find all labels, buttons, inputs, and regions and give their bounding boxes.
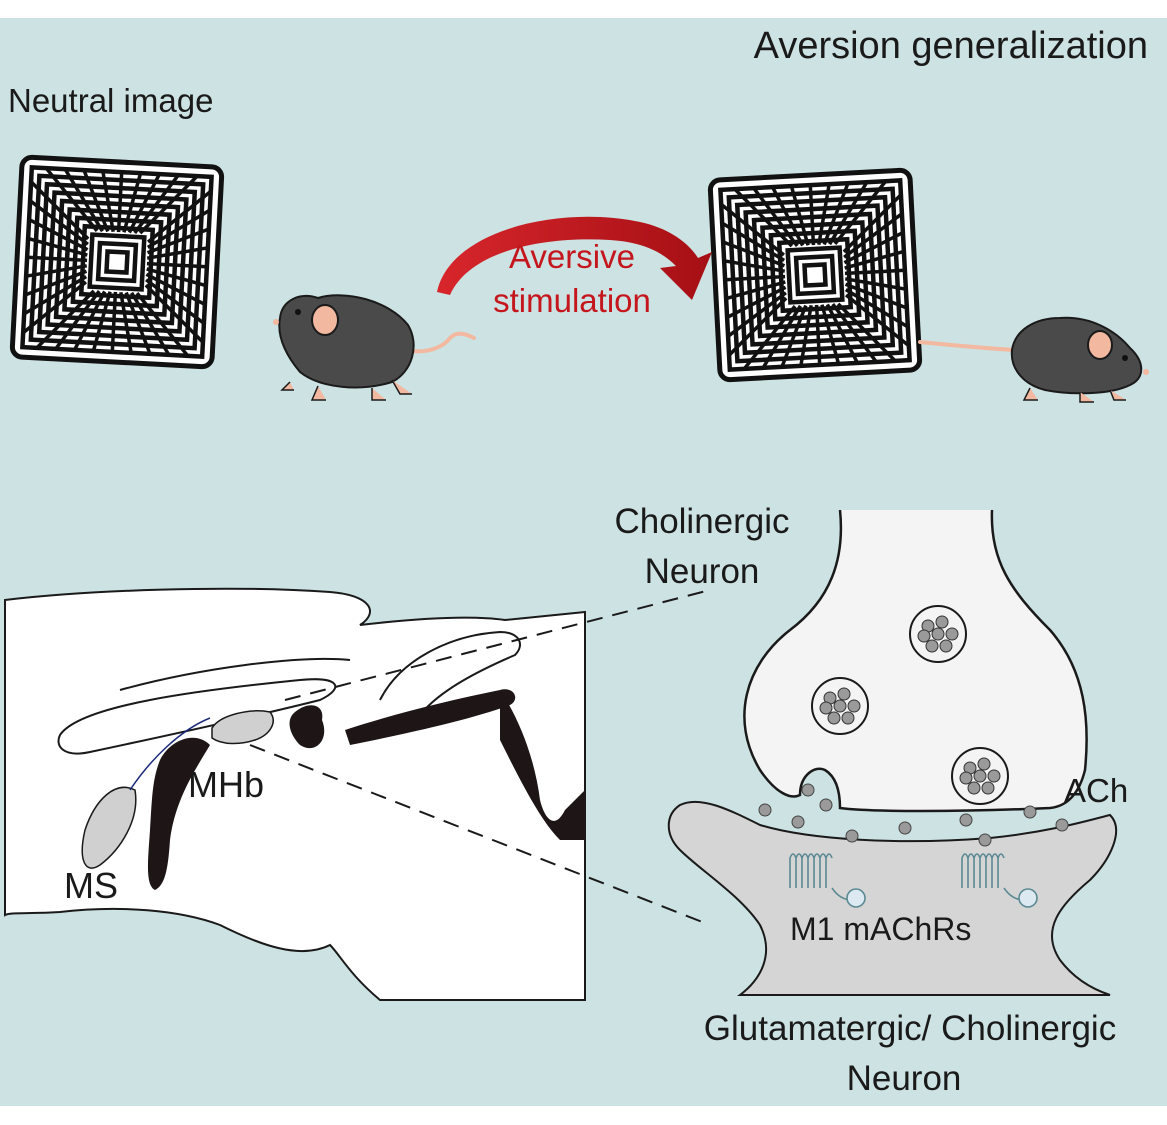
curved-arrow-icon — [437, 216, 712, 300]
cholinergic-neuron-label-line1: Cholinergic — [614, 502, 789, 541]
ach-label: ACh — [1064, 772, 1128, 809]
aversive-stimulation-label-line1: Aversive — [509, 238, 635, 275]
striped-square-image-icon — [9, 154, 225, 370]
m1-machrs-label: M1 mAChRs — [790, 911, 971, 947]
aversive-stimulation-label-line2: stimulation — [493, 282, 651, 319]
mhb-label: MHb — [188, 764, 264, 805]
cholinergic-neuron-label-line2: Neuron — [645, 552, 760, 591]
ach-molecules — [758, 783, 1069, 847]
mouse-icon — [273, 294, 476, 401]
glutamatergic-neuron-label-line1: Glutamatergic/ Cholinergic — [704, 1009, 1116, 1048]
dashed-connector — [284, 589, 711, 701]
brain-section-icon — [4, 587, 586, 1001]
receptor-group — [789, 853, 1038, 908]
mouse-icon — [918, 316, 1149, 403]
dashed-connector — [249, 744, 711, 926]
glutamatergic-neuron-label-line2: Neuron — [847, 1059, 962, 1098]
ms-label: MS — [64, 865, 118, 906]
neutral-image-label: Neutral image — [8, 82, 213, 119]
synapse-icon — [667, 502, 1118, 996]
diagram-title: Aversion generalization — [754, 25, 1148, 67]
striped-square-image-icon — [707, 167, 923, 383]
vesicle-group — [811, 605, 1009, 805]
